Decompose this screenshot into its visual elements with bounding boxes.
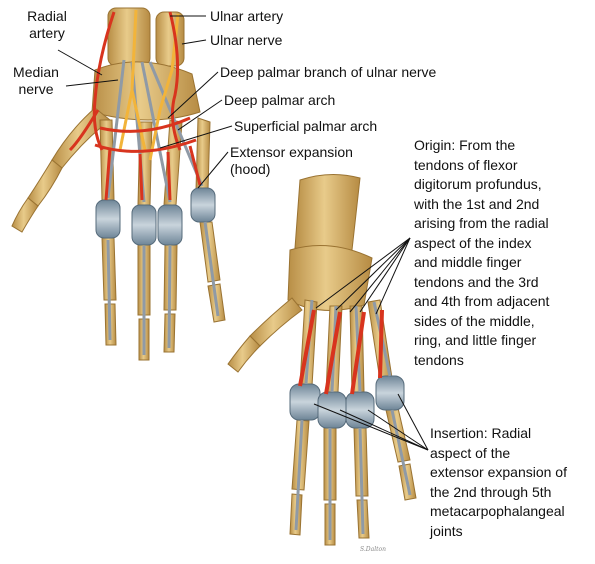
origin-line: arising from the radial (414, 215, 549, 231)
deep-palmar-branch-label: Deep palmar branch of ulnar nerve (220, 64, 437, 80)
origin-line: tendons (414, 351, 464, 368)
origin-description: Origin: From the tendons of flexor digit… (414, 136, 549, 370)
origin-line: Origin: From the (414, 137, 516, 153)
ulna-bone (155, 11, 185, 67)
right-hand-dorsal-view (227, 174, 417, 546)
ulnar-artery-label: Ulnar artery (210, 8, 284, 24)
radius-bone (107, 7, 151, 67)
origin-line: sides of the middle, (414, 312, 535, 329)
left-extensor-hoods (95, 187, 216, 246)
carpal-bones (91, 61, 201, 121)
insertion-line: the 2nd through 5th (430, 483, 552, 500)
origin-line: with the 1st and 2nd (414, 195, 540, 212)
origin-line: and middle finger (414, 254, 522, 270)
deep-palmar-arch-label: Deep palmar arch (224, 92, 336, 108)
origin-line: tendons and the 3rd (414, 273, 539, 290)
insertion-line: joints (430, 522, 463, 539)
extensor-expansion-label: Extensor expansion (hood) (230, 144, 353, 177)
superficial-palmar-arch-label: Superficial palmar arch (234, 118, 378, 134)
origin-line: aspect of the index (414, 234, 532, 251)
ulnar-nerve-label: Ulnar nerve (210, 32, 283, 48)
origin-line: digitorum profundus, (414, 176, 542, 192)
origin-line: and 4th from adjacent (414, 293, 550, 309)
radial-artery-label: Radial artery (27, 8, 67, 41)
leader-lines (57, 15, 429, 451)
right-forearm-bones (294, 174, 361, 253)
artist-signature: S.Dalton (360, 546, 386, 553)
left-hand-palmar-view (11, 7, 226, 361)
insertion-line: extensor expansion of (430, 464, 567, 480)
left-arteries (68, 11, 202, 201)
insertion-line: aspect of the (430, 444, 511, 461)
median-nerve-label: Median nerve (13, 64, 59, 97)
insertion-line: Insertion: Radial (430, 425, 532, 441)
right-thumb (227, 297, 303, 373)
origin-line: ring, and little finger (414, 332, 537, 348)
insertion-description: Insertion: Radial aspect of the extensor… (430, 424, 567, 541)
lumbrical-muscles (298, 309, 384, 395)
insertion-line: metacarpophalangeal (430, 503, 565, 519)
origin-line: tendons of flexor (414, 156, 518, 173)
